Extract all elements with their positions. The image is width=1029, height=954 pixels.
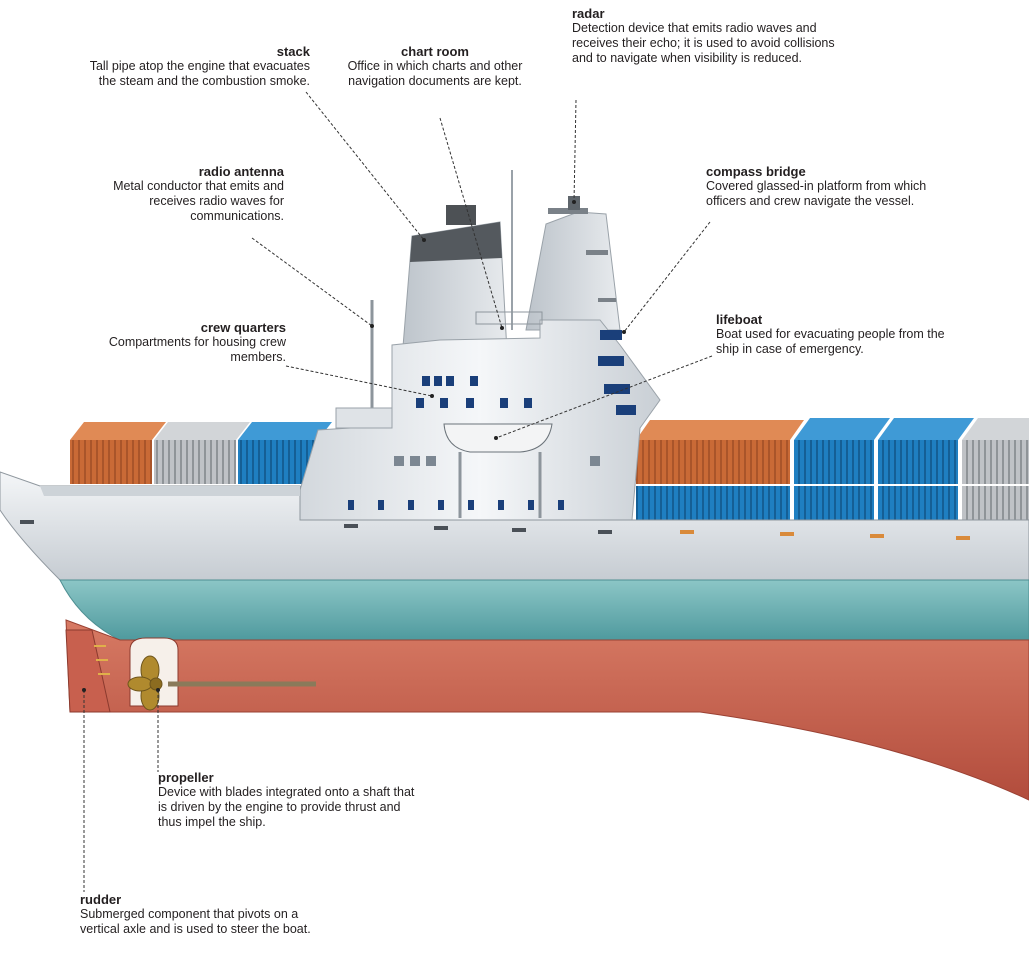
chart-room-description: Office in which charts and other navigat… <box>347 59 523 88</box>
rudder-label: rudder Submerged component that pivots o… <box>80 892 330 937</box>
propeller-term: propeller <box>158 770 214 785</box>
radio-antenna-label: radio antenna Metal conductor that emits… <box>110 164 284 224</box>
leader-lines <box>83 91 713 892</box>
radar-label: radar Detection device that emits radio … <box>572 6 842 66</box>
forward-container-stack <box>636 418 1029 520</box>
superstructure <box>299 170 661 521</box>
crew-quarters-term: crew quarters <box>200 320 286 335</box>
stack-label: stack Tall pipe atop the engine that eva… <box>70 44 310 89</box>
propeller-label: propeller Device with blades integrated … <box>158 770 420 830</box>
propeller-description: Device with blades integrated onto a sha… <box>158 785 415 829</box>
chart-room-term: chart room <box>401 44 469 59</box>
stack-description: Tall pipe atop the engine that evacuates… <box>89 59 310 88</box>
propeller-icon <box>127 655 163 711</box>
lifeboat-label: lifeboat Boat used for evacuating people… <box>716 312 956 357</box>
radar-term: radar <box>572 6 605 21</box>
compass-bridge-term: compass bridge <box>706 164 806 179</box>
compass-bridge-label: compass bridge Covered glassed-in platfo… <box>706 164 938 209</box>
compass-bridge-description: Covered glassed-in platform from which o… <box>706 179 927 208</box>
rudder-term: rudder <box>80 892 122 907</box>
chart-room-label: chart room Office in which charts and ot… <box>340 44 530 89</box>
radio-antenna-description: Metal conductor that emits and receives … <box>113 179 284 223</box>
radio-antenna-term: radio antenna <box>198 164 284 179</box>
radar-description: Detection device that emits radio waves … <box>572 21 835 65</box>
stack-term: stack <box>276 44 310 59</box>
crew-quarters-label: crew quarters Compartments for housing c… <box>64 320 286 365</box>
crew-quarters-description: Compartments for housing crew members. <box>108 335 286 364</box>
lifeboat-term: lifeboat <box>716 312 763 327</box>
hull <box>0 471 1029 801</box>
lifeboat-description: Boat used for evacuating people from the… <box>716 327 945 356</box>
rudder-description: Submerged component that pivots on a ver… <box>80 907 311 936</box>
